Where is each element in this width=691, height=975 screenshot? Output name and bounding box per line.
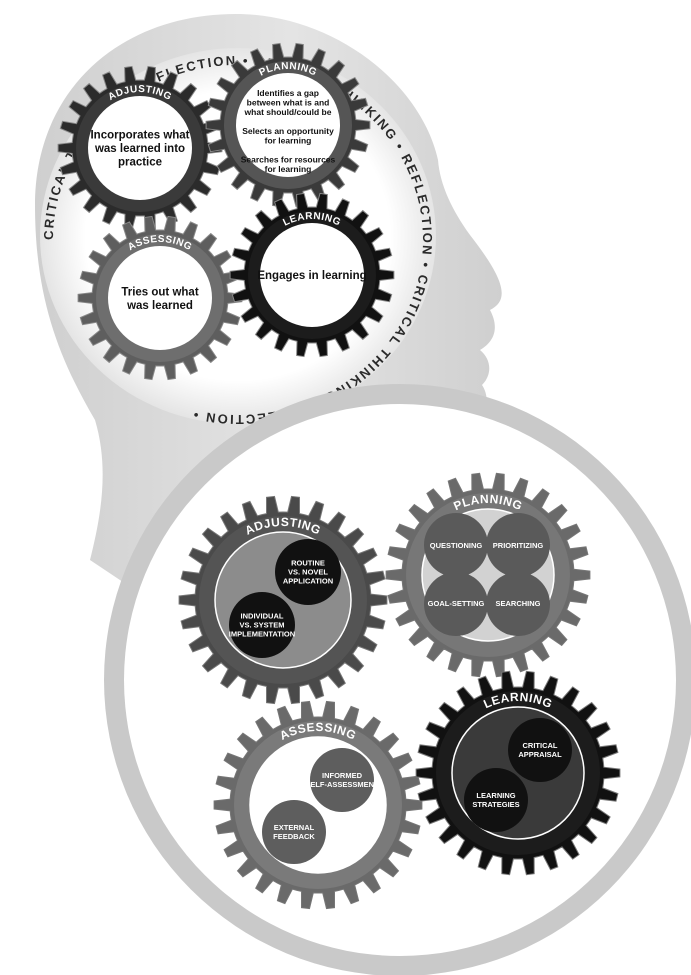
gear-text-line: VS. NOVEL — [288, 568, 328, 577]
gear-text-line: EXTERNAL — [274, 823, 315, 832]
lower-learning-gear: LEARNINGCRITICALAPPRAISALLEARNINGSTRATEG… — [415, 670, 621, 876]
gear-text-line: Engages in learning — [257, 270, 366, 282]
gear-text-line: what should/could be — [244, 107, 332, 117]
gear-text-line: was learned into — [94, 143, 185, 155]
gear-center — [88, 96, 192, 200]
gear-text-line: CRITICAL — [523, 741, 558, 750]
gear-text-line: FEEDBACK — [273, 832, 315, 841]
gear-text-line: APPLICATION — [283, 577, 333, 586]
gear-center — [108, 246, 212, 350]
gear-text-line: between what is and — [247, 97, 330, 107]
gear-text-line: STRATEGIES — [472, 800, 519, 809]
gear-text-line: ROUTINE — [291, 559, 325, 568]
gear-text-line: Incorporates what — [90, 130, 189, 142]
gear-text-line: for learning — [265, 164, 312, 174]
gear-text-line: Identifies a gap — [257, 88, 319, 98]
gear-text-line: Searches for resources — [241, 154, 336, 164]
zoom-circle-inner — [124, 404, 676, 956]
gear-text-line: INFORMED — [322, 771, 363, 780]
planning-item: SEARCHING — [495, 599, 540, 608]
planning-circle-2 — [424, 572, 488, 636]
circle-informed — [310, 748, 374, 812]
planning-item: GOAL-SETTING — [428, 599, 485, 608]
gear-text-line: SELF-ASSESSMENT — [305, 780, 379, 789]
gear-center — [236, 73, 340, 177]
gear-text-line: INDIVIDUAL — [241, 612, 284, 621]
planning-circle-1 — [486, 513, 550, 577]
gear-text-line: APPRAISAL — [518, 750, 562, 759]
planning-item: PRIORITIZING — [493, 541, 544, 550]
circle-learning-strategies — [464, 768, 528, 832]
gear-text-line: LEARNING — [476, 791, 515, 800]
circle-routine — [275, 539, 341, 605]
gear-center — [260, 223, 364, 327]
gear-text-line: practice — [118, 157, 162, 169]
circle-individual — [229, 592, 295, 658]
gear-text-line: for learning — [265, 135, 312, 145]
planning-item: QUESTIONING — [430, 541, 483, 550]
gear-text-line: Tries out what — [121, 286, 198, 298]
circle-critical — [508, 718, 572, 782]
gear-text-line: IMPLEMENTATION — [229, 630, 295, 639]
gear-text-line: Selects an opportunity — [242, 126, 334, 136]
lower-assessing-gear: ASSESSINGINFORMEDSELF-ASSESSMENTEXTERNAL… — [213, 700, 423, 910]
gear-text-line: VS. SYSTEM — [239, 621, 284, 630]
gear-text-line: was learned — [126, 300, 193, 312]
planning-circle-3 — [486, 572, 550, 636]
planning-circle-0 — [424, 513, 488, 577]
circle-external — [262, 800, 326, 864]
